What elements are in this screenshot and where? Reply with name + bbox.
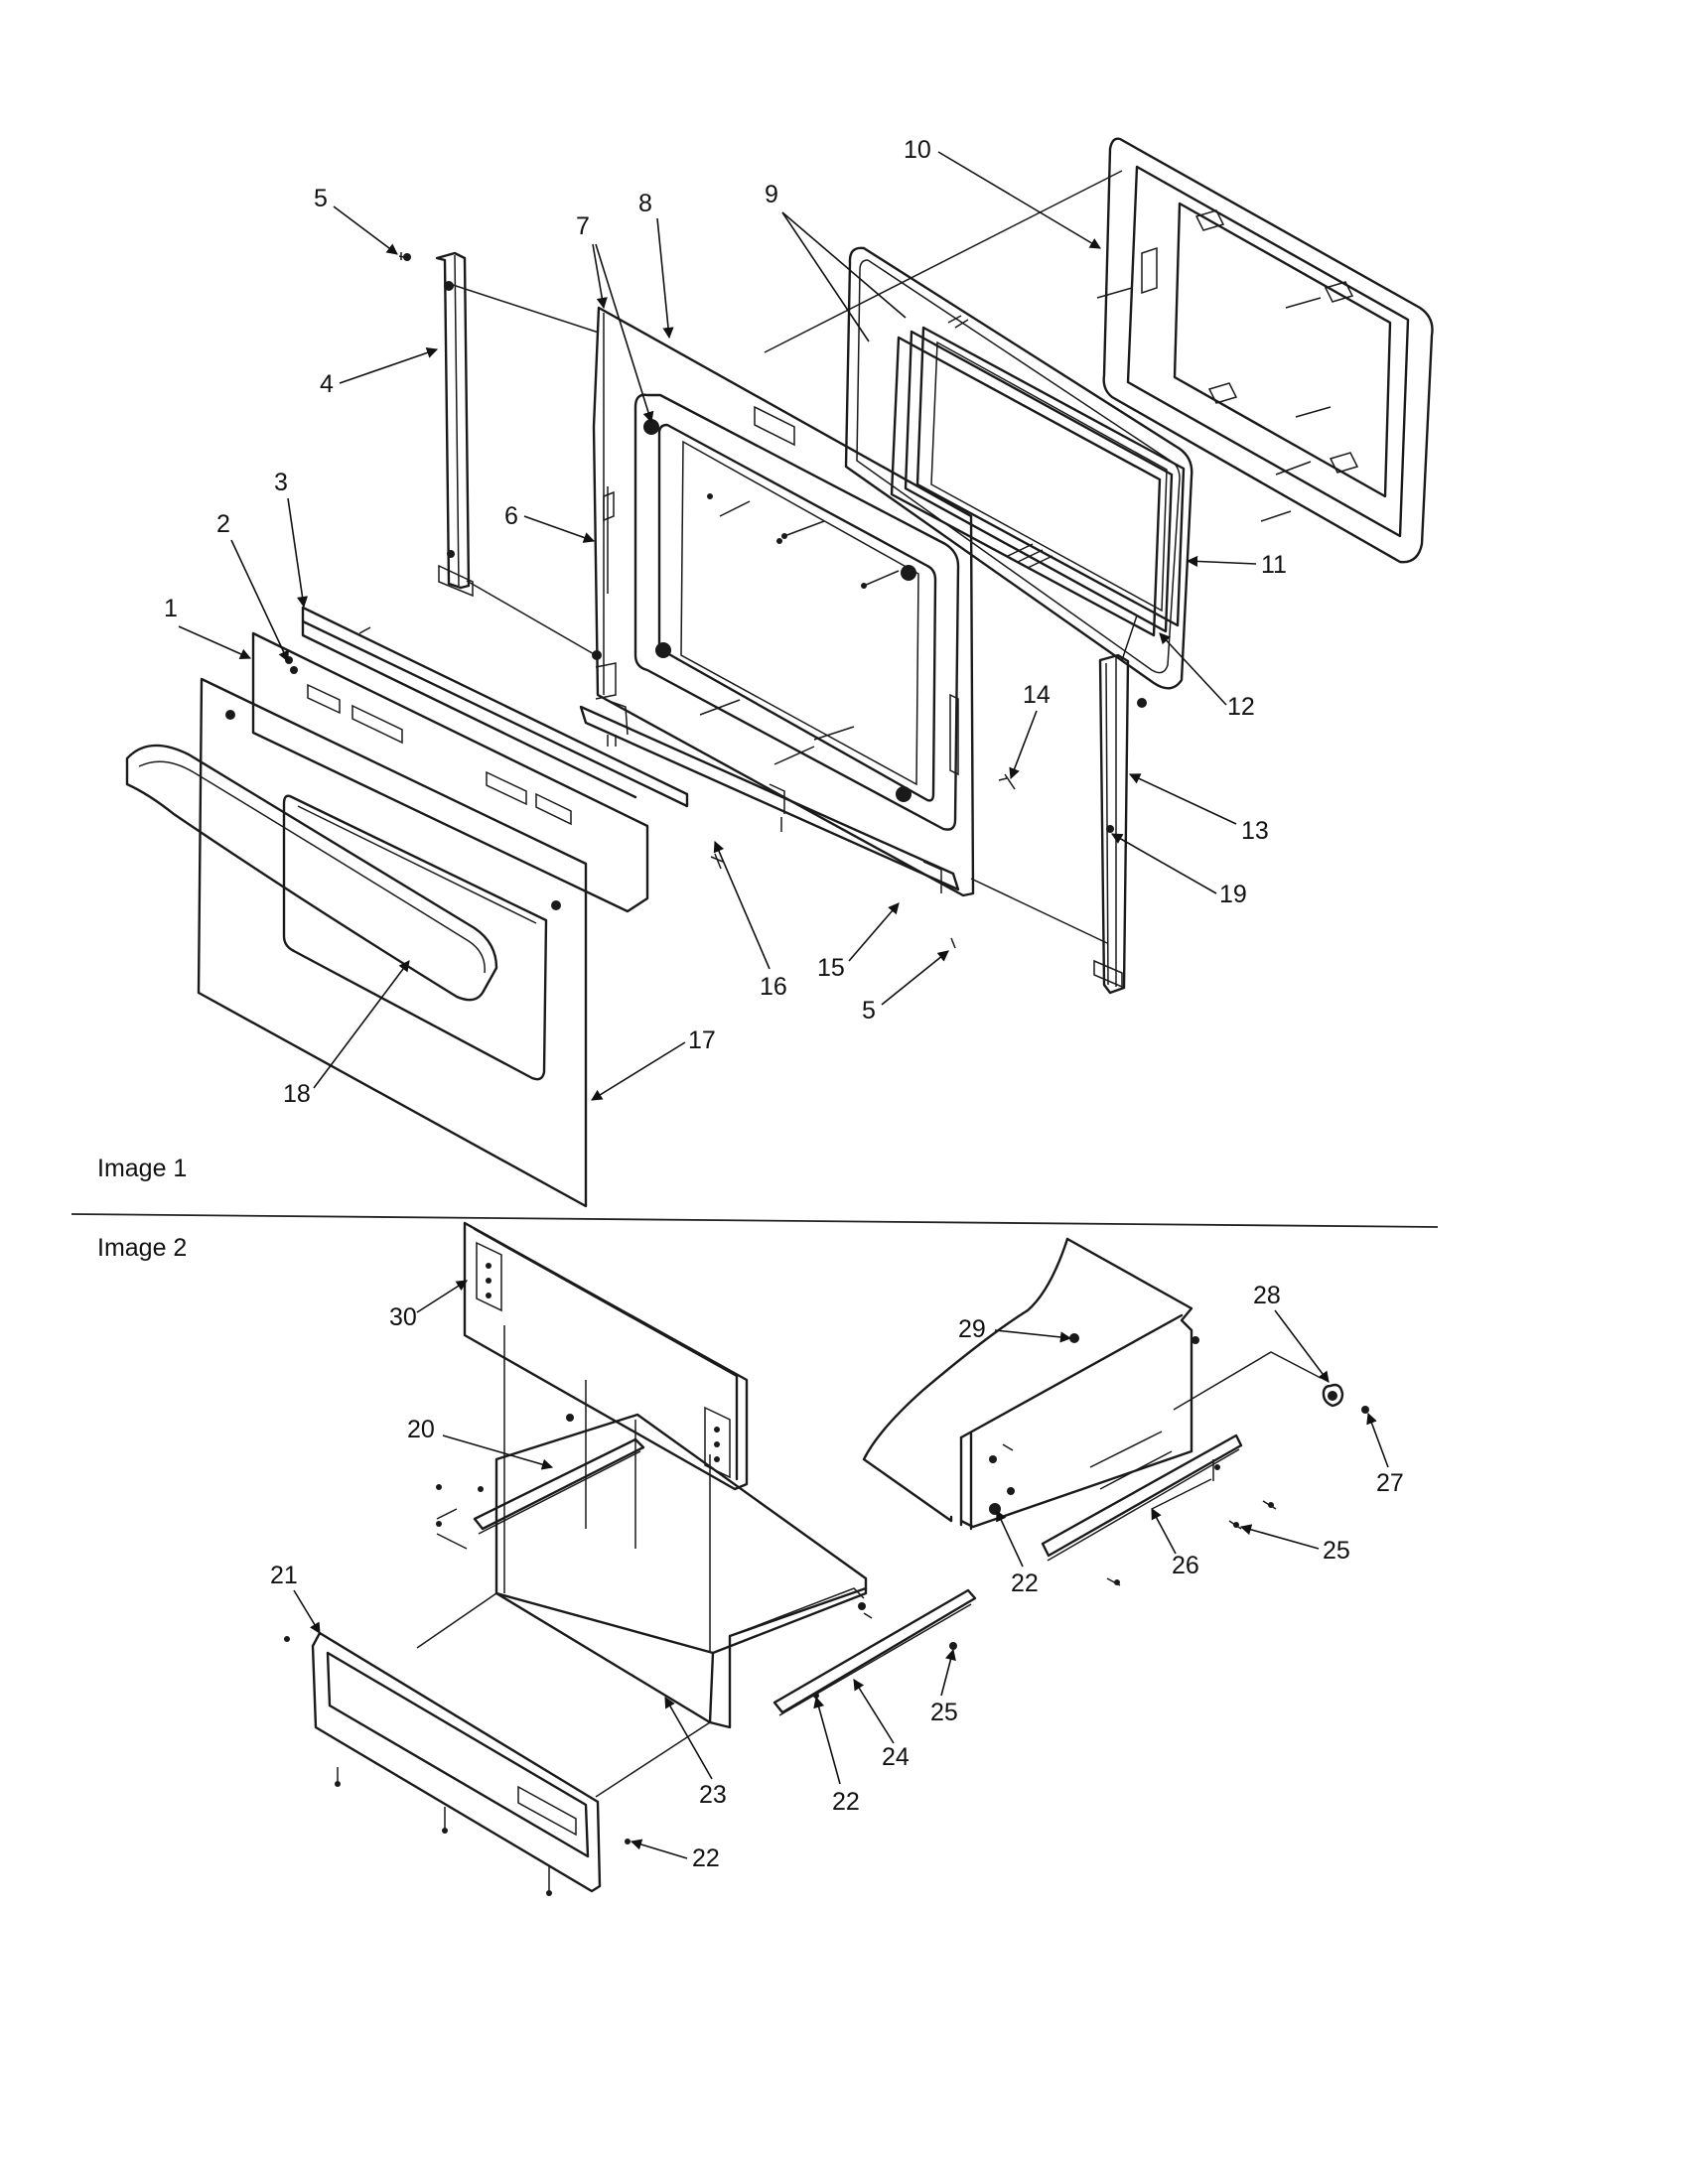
callout-17: 17 <box>688 1026 716 1054</box>
part-11-gasket <box>844 246 1193 690</box>
callout-30: 30 <box>389 1303 417 1331</box>
callout-1: 1 <box>164 595 178 622</box>
callout-6: 6 <box>504 502 518 530</box>
callout-20: 20 <box>407 1416 435 1443</box>
cabinet-side-detail <box>862 1237 1369 1586</box>
callout-26: 26 <box>1172 1552 1199 1579</box>
callouts-image2: 20 21 22 22 22 23 24 25 25 26 27 28 29 3… <box>270 1280 1404 1872</box>
part-18-handle <box>125 744 498 1002</box>
part-12-glass-pack <box>890 315 1186 637</box>
separator-line <box>70 1213 1439 1228</box>
image2-drawer-assembly: Image 2 <box>97 1221 1404 1896</box>
callout-15: 15 <box>817 954 845 982</box>
part-4-side-channel <box>435 251 474 598</box>
callout-28: 28 <box>1253 1282 1281 1309</box>
image2-caption: Image 2 <box>97 1234 187 1262</box>
callout-18: 18 <box>283 1080 311 1108</box>
callout-11: 11 <box>1261 551 1287 579</box>
callout-13: 13 <box>1241 817 1269 845</box>
image1-door-assembly: 1 2 3 4 5 5 6 7 8 9 10 11 12 13 14 15 <box>97 136 1434 1208</box>
callout-24: 24 <box>882 1743 910 1771</box>
callout-9: 9 <box>765 181 778 208</box>
callout-8: 8 <box>638 190 652 217</box>
callout-25-drawer: 25 <box>930 1699 958 1726</box>
callout-22-rail: 22 <box>832 1788 860 1816</box>
callout-27: 27 <box>1376 1469 1404 1497</box>
part-21-drawer-front <box>311 1631 602 1893</box>
part-10-door-frame <box>1102 137 1434 564</box>
callout-7: 7 <box>576 212 590 240</box>
callout-21: 21 <box>270 1562 298 1589</box>
part-24-slide-rail <box>772 1588 977 1716</box>
part-3-vent-trim <box>301 606 689 808</box>
part-13-side-channel <box>1093 653 1130 995</box>
part-8-inner-panel <box>592 306 975 897</box>
part-15-bracket <box>579 699 960 893</box>
callout-14: 14 <box>1023 681 1051 709</box>
callout-3: 3 <box>274 469 288 496</box>
callout-23: 23 <box>699 1781 727 1809</box>
part-2-vent-panel <box>251 631 649 913</box>
callout-2: 2 <box>216 510 230 538</box>
alignment-lines-image2 <box>416 1325 873 1798</box>
callout-10: 10 <box>904 136 931 164</box>
alignment-lines-image1 <box>358 170 1332 944</box>
part-17-outer-panel <box>197 677 588 1208</box>
image1-caption: Image 1 <box>97 1155 187 1182</box>
callout-4: 4 <box>320 370 334 398</box>
callout-25-cabinet: 25 <box>1323 1537 1350 1565</box>
callout-12: 12 <box>1227 693 1255 721</box>
callouts-image1: 1 2 3 4 5 5 6 7 8 9 10 11 12 13 14 15 <box>164 136 1287 1108</box>
callout-5-bottom: 5 <box>862 997 876 1024</box>
callout-19: 19 <box>1219 881 1247 908</box>
callout-22-front: 22 <box>692 1844 720 1872</box>
callout-16: 16 <box>760 973 787 1001</box>
fasteners-image2 <box>284 1414 957 1896</box>
callout-22-cabinet: 22 <box>1011 1570 1039 1597</box>
callout-5-top: 5 <box>314 185 328 212</box>
fasteners-image1 <box>285 252 1147 949</box>
part-30-rear-panel <box>463 1221 749 1491</box>
part-20-slide-rail <box>473 1437 645 1535</box>
callout-29: 29 <box>958 1315 986 1343</box>
